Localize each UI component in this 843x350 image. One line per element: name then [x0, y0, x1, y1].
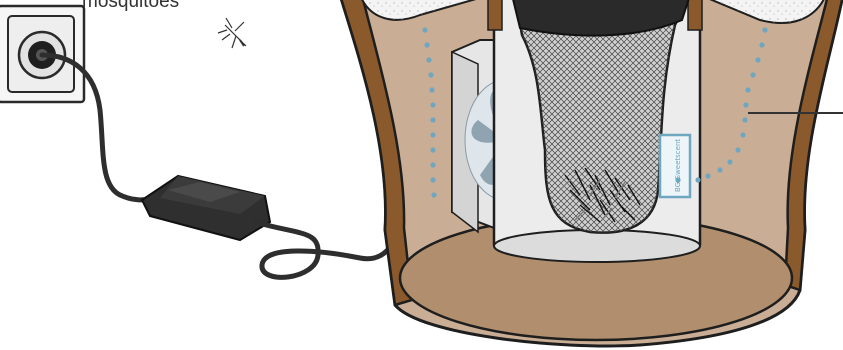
- sweetscent-label: BG-Sweetscent: [674, 139, 682, 192]
- power-cable-lower: [255, 222, 398, 277]
- sweetscent-sachet: BG-Sweetscent: [660, 135, 690, 197]
- mosquito-icon: [218, 18, 246, 48]
- power-adapter-icon: [142, 176, 270, 240]
